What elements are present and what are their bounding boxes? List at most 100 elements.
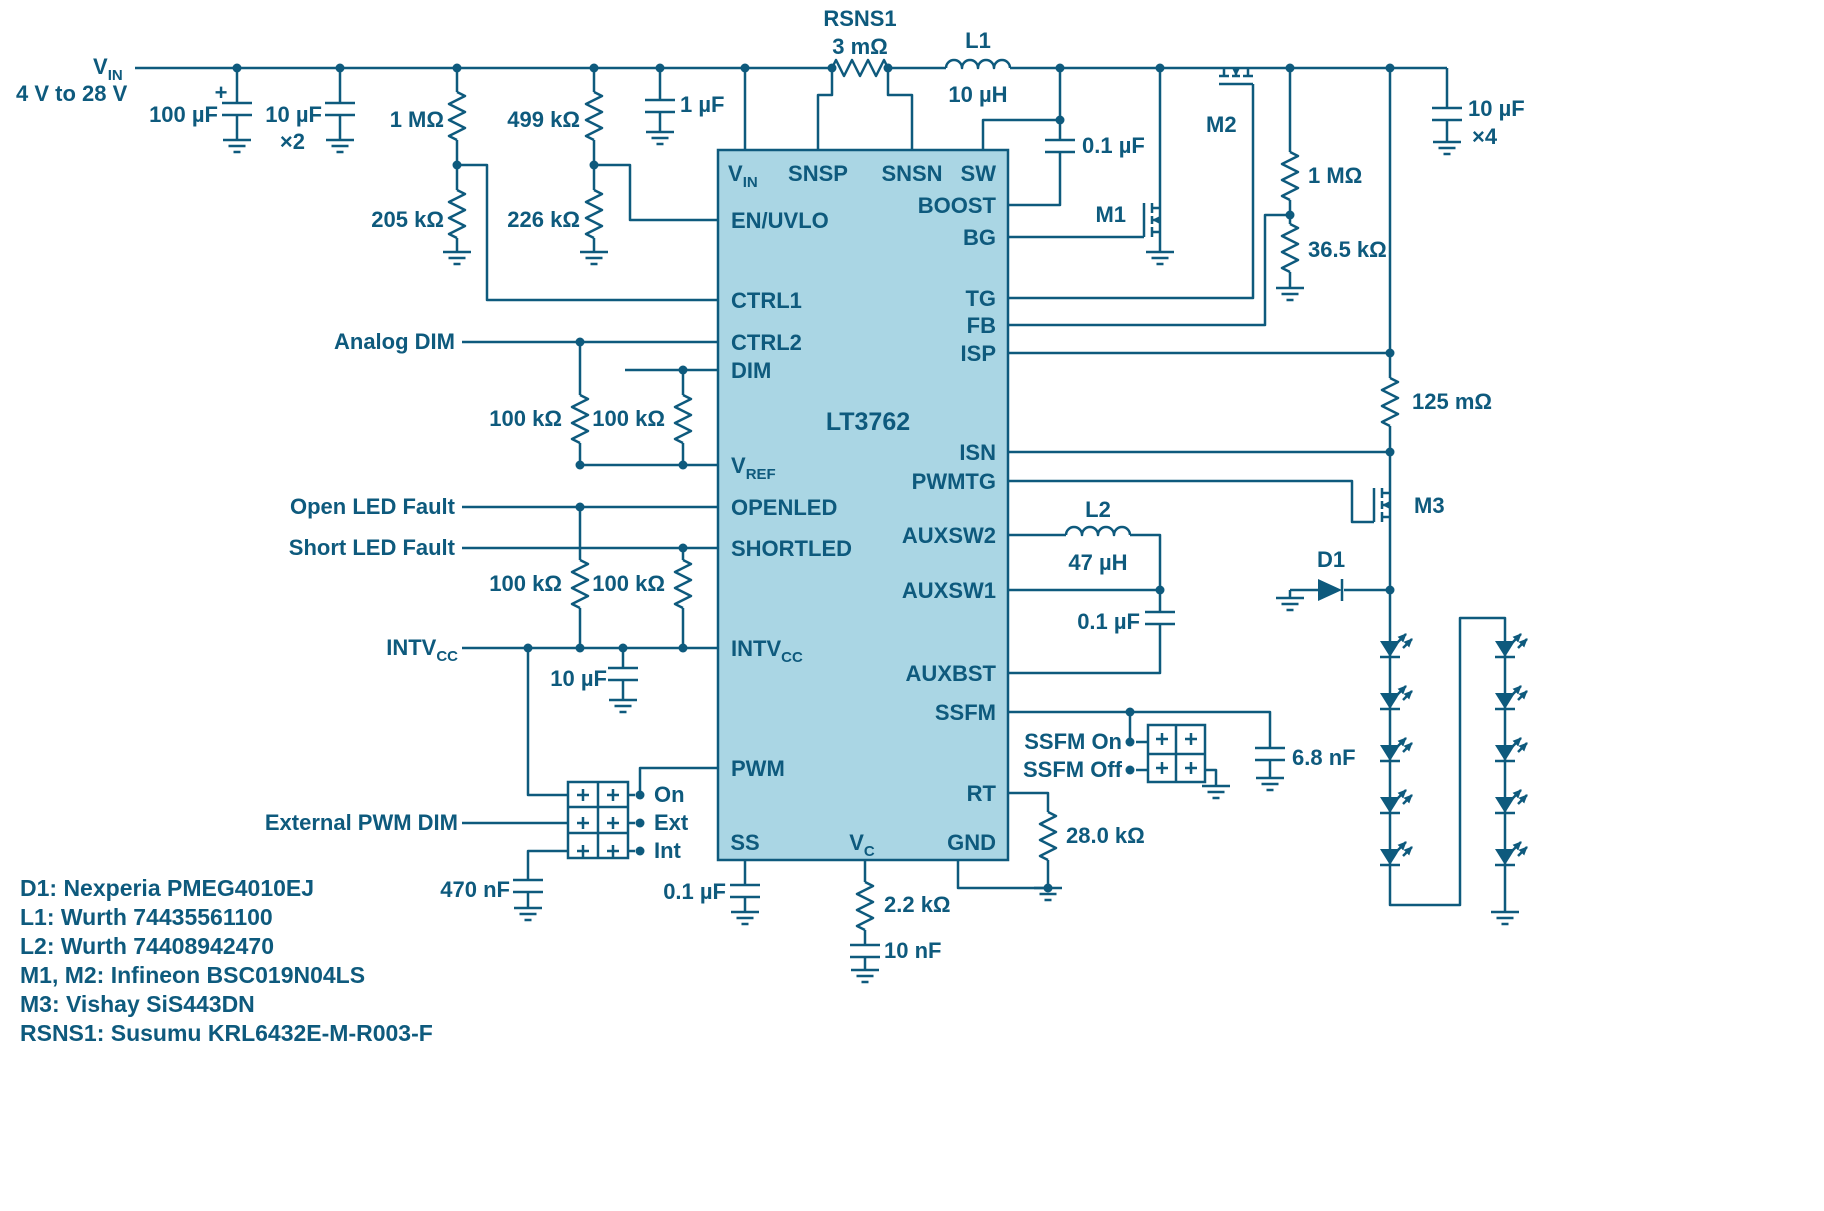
junction-dot bbox=[1043, 883, 1053, 893]
wire-kelvin-sense bbox=[816, 68, 914, 150]
capacitor-ss bbox=[728, 883, 762, 899]
switch-position-dot bbox=[635, 790, 645, 800]
label-c-ssfm: 6.8 nF bbox=[1292, 745, 1356, 770]
mosfet-m3 bbox=[1358, 473, 1392, 537]
capacitor-intvcc bbox=[606, 666, 640, 682]
junction-dot bbox=[452, 160, 462, 170]
net-intvcc: INTVCC bbox=[386, 635, 458, 665]
ground-symbol bbox=[324, 138, 356, 154]
capacitor-boost bbox=[1043, 138, 1077, 154]
pin-bg: BG bbox=[963, 225, 996, 250]
capacitor-pwm-int bbox=[511, 878, 545, 894]
ground-symbol bbox=[578, 250, 610, 266]
junction-dot bbox=[678, 365, 688, 375]
label-c-vc: 10 nF bbox=[884, 938, 941, 963]
wire-input-branches bbox=[235, 68, 747, 252]
note-m1-m2: M1, M2: Infineon BSC019N04LS bbox=[20, 962, 365, 988]
mosfet-m1 bbox=[1128, 188, 1162, 252]
pin-ctrl2: CTRL2 bbox=[731, 330, 802, 355]
junction-dot bbox=[1155, 63, 1165, 73]
wire-sw-boost bbox=[981, 68, 1062, 207]
pin-vref: VREF bbox=[731, 453, 776, 483]
label-c-vin: 1 µF bbox=[680, 92, 724, 117]
junction-dot bbox=[740, 63, 750, 73]
label-c-in-mult: ×2 bbox=[280, 129, 305, 154]
wire-rt-gnd-vc-ss bbox=[743, 791, 1050, 970]
junction-dot bbox=[335, 63, 345, 73]
junction-dot bbox=[1125, 707, 1135, 717]
vin-net-label: VIN bbox=[93, 54, 123, 84]
junction-dot bbox=[575, 460, 585, 470]
pin-pwmtg: PWMTG bbox=[912, 469, 996, 494]
label-c-auxbst: 0.1 µF bbox=[1077, 609, 1140, 634]
inductor-l2 bbox=[1064, 525, 1132, 537]
label-r-rt: 28.0 kΩ bbox=[1066, 823, 1145, 848]
resistor-en-top bbox=[584, 90, 604, 142]
ground-symbol bbox=[512, 906, 544, 922]
note-l1: L1: Wurth 74435561100 bbox=[20, 904, 273, 930]
wire-fault-flags bbox=[462, 505, 718, 648]
pin-dim: DIM bbox=[731, 358, 771, 383]
junction-dot bbox=[452, 63, 462, 73]
label-r-fb-bot: 36.5 kΩ bbox=[1308, 237, 1387, 262]
resistor-fb-top bbox=[1280, 150, 1300, 202]
label-c-intvcc: 10 µF bbox=[550, 666, 607, 691]
wire-intvcc-pwm bbox=[462, 646, 718, 908]
led-symbol bbox=[1495, 634, 1527, 657]
resistor-en-bottom bbox=[584, 188, 604, 240]
label-l2: L2 bbox=[1085, 497, 1111, 522]
label-r-fault-a: 100 kΩ bbox=[489, 571, 562, 596]
resistor-rt bbox=[1038, 810, 1058, 862]
pin-openled: OPENLED bbox=[731, 495, 837, 520]
pin-auxbst: AUXBST bbox=[906, 661, 997, 686]
pin-snsn: SNSN bbox=[881, 161, 942, 186]
led-symbol bbox=[1495, 686, 1527, 709]
label-rsns1-val: 3 mΩ bbox=[832, 34, 888, 59]
junction-dot bbox=[589, 160, 599, 170]
label-r-dim-a: 100 kΩ bbox=[489, 406, 562, 431]
symbols bbox=[220, 58, 1527, 984]
pin-ssfm: SSFM bbox=[935, 700, 996, 725]
label-c-ss: 0.1 µF bbox=[663, 879, 726, 904]
label-r-fault-b: 100 kΩ bbox=[592, 571, 665, 596]
junction-dot bbox=[678, 460, 688, 470]
pin-intvcc: INTVCC bbox=[731, 636, 803, 666]
ic-pin-labels: VIN SNSP SNSN SW EN/UVLO CTRL1 CTRL2 DIM… bbox=[728, 161, 997, 860]
ground-symbol bbox=[221, 138, 253, 154]
ground-symbol bbox=[441, 250, 473, 266]
bom-notes: D1: Nexperia PMEG4010EJ L1: Wurth 744355… bbox=[20, 875, 433, 1046]
note-l2: L2: Wurth 74408942470 bbox=[20, 933, 274, 959]
junction-dot bbox=[883, 63, 893, 73]
resistor-led-sense bbox=[1380, 376, 1400, 428]
pin-vc: VC bbox=[849, 830, 875, 860]
junction-dot bbox=[655, 63, 665, 73]
junction-dot bbox=[1385, 585, 1395, 595]
led-symbol bbox=[1380, 738, 1412, 761]
ic-part-number: LT3762 bbox=[826, 408, 910, 436]
polarity-plus: + bbox=[215, 80, 228, 105]
junction-dot bbox=[1055, 63, 1065, 73]
junction-dot bbox=[618, 643, 628, 653]
pin-auxsw1: AUXSW1 bbox=[902, 578, 996, 603]
label-d1: D1 bbox=[1317, 547, 1345, 572]
led-symbol bbox=[1495, 842, 1527, 865]
label-m3: M3 bbox=[1414, 493, 1445, 518]
resistor-uvlo-top bbox=[447, 90, 467, 142]
resistor-fault-b bbox=[673, 558, 693, 610]
pin-auxsw2: AUXSW2 bbox=[902, 523, 996, 548]
wire-led-sense bbox=[1008, 68, 1392, 590]
net-short-led-fault: Short LED Fault bbox=[289, 535, 456, 560]
capacitor-output bbox=[1430, 106, 1464, 122]
junction-dot bbox=[1385, 63, 1395, 73]
junction-dot bbox=[1285, 63, 1295, 73]
junction-dot bbox=[589, 63, 599, 73]
ground-symbol bbox=[644, 130, 676, 146]
switch-label-int: Int bbox=[654, 838, 682, 863]
resistor-vc bbox=[855, 880, 875, 932]
ground-symbol bbox=[1254, 776, 1286, 792]
junction-dot bbox=[678, 543, 688, 553]
switch-position-dot bbox=[1125, 765, 1135, 775]
pin-gnd: GND bbox=[947, 830, 996, 855]
